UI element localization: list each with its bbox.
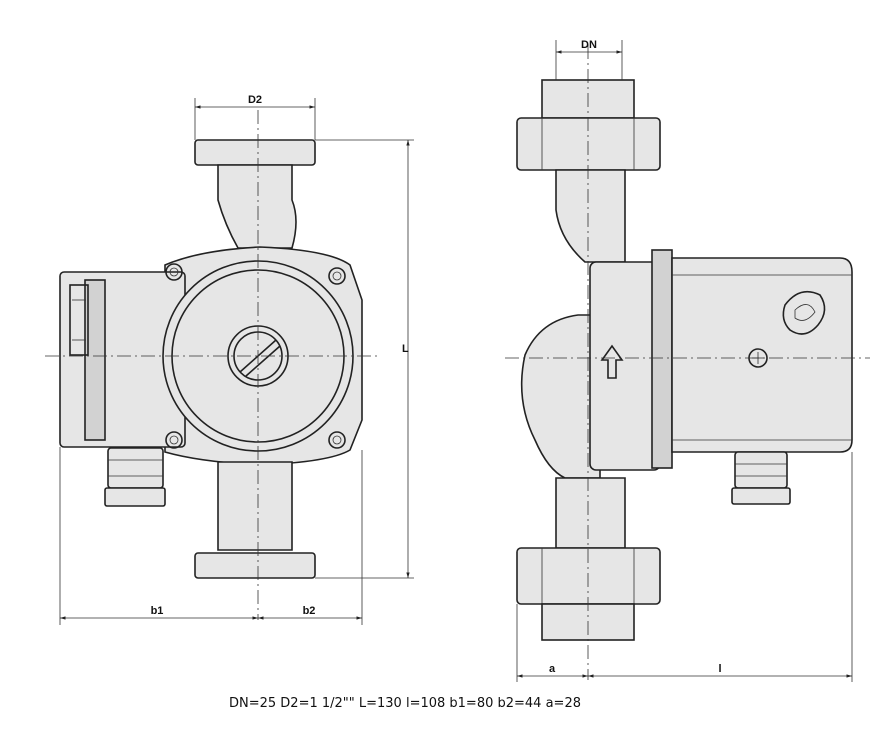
dim-label-l-upper: L <box>402 343 409 355</box>
front-top-flange <box>194 139 316 166</box>
dimensions-caption: DN=25 D2=1 1/2"" L=130 l=108 b1=80 b2=44… <box>228 696 581 711</box>
front-motor-rib <box>84 279 106 441</box>
side-top-neck <box>555 169 626 263</box>
dim-label-b2: b2 <box>303 605 316 617</box>
dim-label-dn: DN <box>581 39 597 51</box>
front-screw <box>328 431 346 449</box>
front-terminal-box <box>69 284 89 356</box>
front-cable-gland <box>107 447 164 489</box>
side-dimensions: DN a l <box>516 39 853 682</box>
front-view <box>45 110 380 620</box>
flow-direction-arrow <box>600 344 624 379</box>
dim-label-b1: b1 <box>151 605 164 617</box>
side-volute <box>520 314 601 479</box>
side-motor <box>671 257 853 453</box>
side-flange-ring <box>651 249 673 469</box>
side-speed-knob <box>782 290 826 335</box>
front-screw <box>165 431 183 449</box>
front-dimensions: D2 L b1 b2 <box>59 94 414 625</box>
side-top-union <box>516 117 661 171</box>
dim-label-l-lower: l <box>718 663 721 675</box>
side-flange-plate <box>589 261 661 471</box>
front-screw <box>165 263 183 281</box>
side-bottom-neck <box>555 477 626 549</box>
front-screw <box>328 267 346 285</box>
dim-label-a: a <box>549 663 556 675</box>
side-cable-gland <box>734 451 788 489</box>
front-top-neck <box>217 164 297 249</box>
front-bottom-neck <box>217 461 293 551</box>
dim-label-d2: D2 <box>248 94 262 106</box>
front-bottom-flange <box>194 552 316 579</box>
side-view <box>505 45 870 680</box>
side-bottom-union <box>516 547 661 605</box>
